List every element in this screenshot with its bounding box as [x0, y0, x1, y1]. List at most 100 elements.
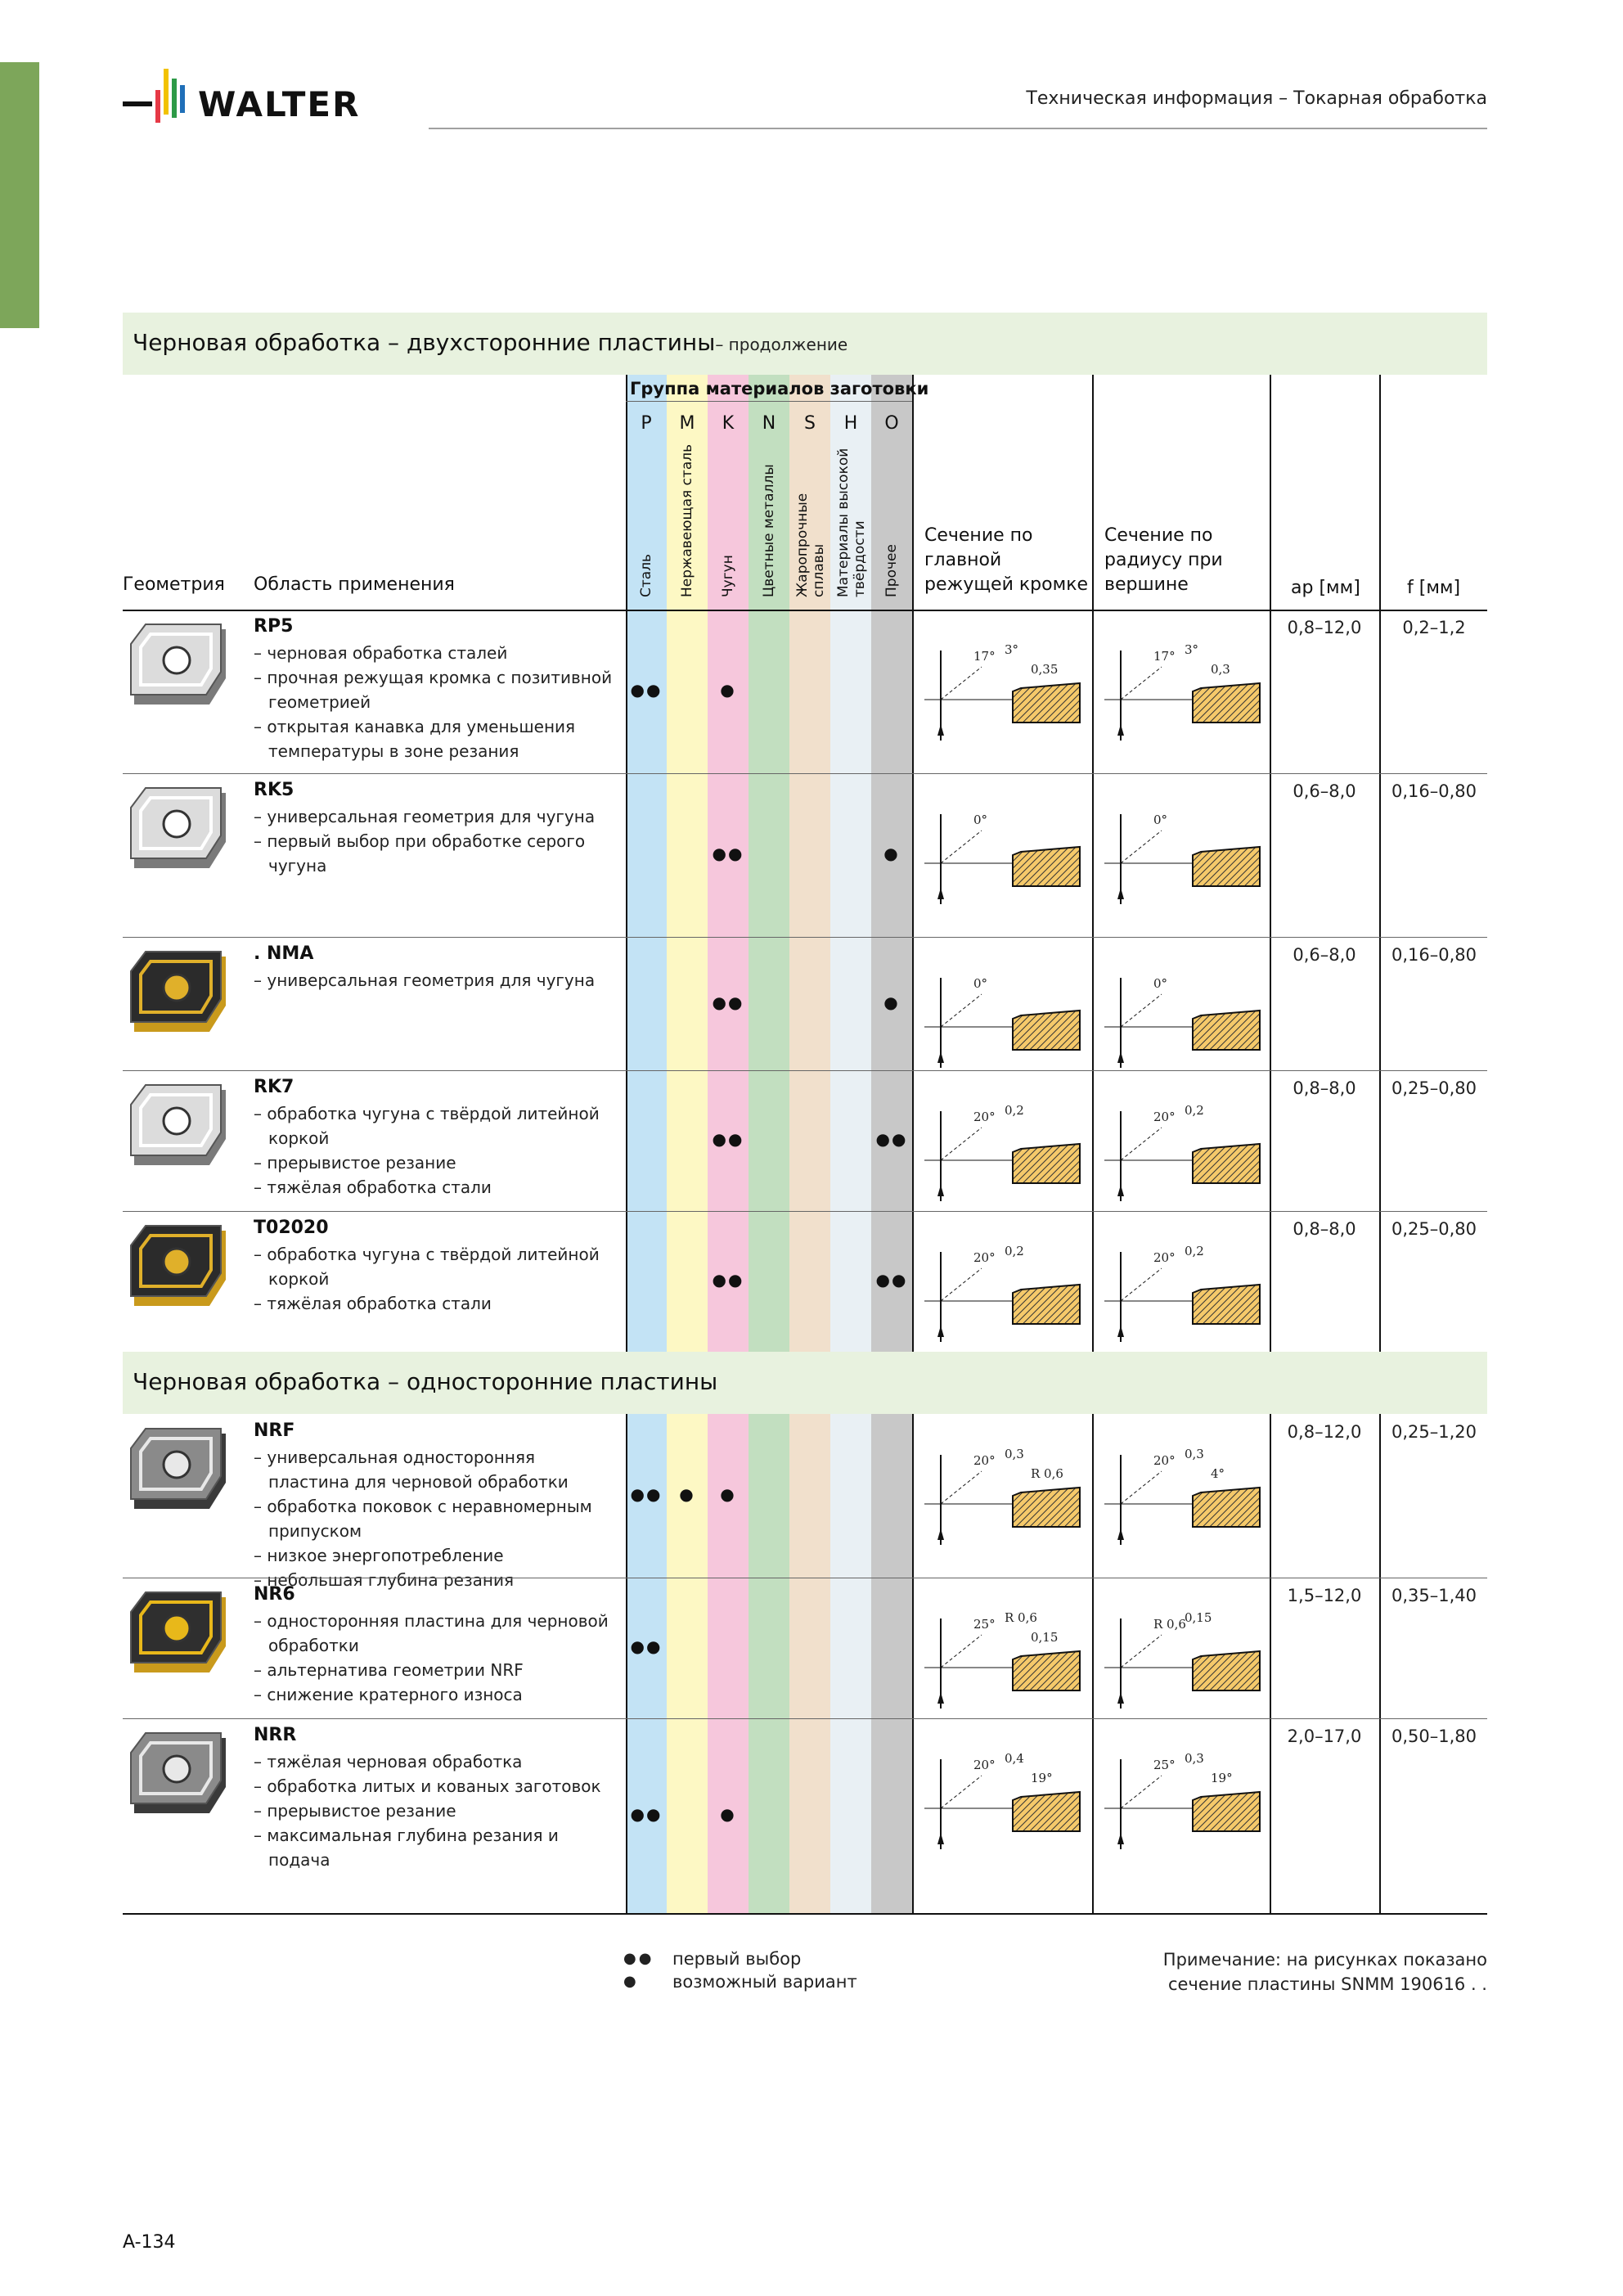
grid-line — [123, 773, 1487, 774]
ap-range: 0,6–8,0 — [1293, 945, 1356, 965]
material-name: Сталь — [638, 553, 654, 597]
footnote: Примечание: на рисунках показано сечение… — [1162, 1950, 1487, 1994]
grid-line — [1379, 1414, 1381, 1913]
legend-first-symbol: ●● — [623, 1950, 654, 1967]
application-item: – обработка чугуна с твёрдой литейной ко… — [254, 1245, 600, 1289]
ap-range: 0,8–8,0 — [1293, 1219, 1356, 1239]
svg-text:19°: 19° — [1211, 1771, 1233, 1785]
svg-text:0,4: 0,4 — [1005, 1751, 1024, 1766]
grid-line — [1270, 1414, 1271, 1913]
col-application-header: Область применения — [254, 574, 455, 595]
svg-text:0,3: 0,3 — [1005, 1447, 1024, 1461]
svg-text:4°: 4° — [1211, 1466, 1225, 1481]
geometry-code: RP5 — [254, 616, 294, 637]
svg-text:20°: 20° — [973, 1453, 996, 1468]
svg-text:17°: 17° — [1153, 649, 1176, 664]
application-list: – обработка чугуна с твёрдой литейной ко… — [254, 1242, 614, 1316]
suitability-mark: ● — [720, 1484, 736, 1504]
svg-text:0°: 0° — [1153, 976, 1167, 991]
suitability-mark: ● — [883, 844, 900, 863]
header-title: Техническая информация – Токарная обрабо… — [1026, 88, 1487, 109]
svg-text:19°: 19° — [1031, 1771, 1053, 1785]
application-item: – универсальная односторонняя пластина д… — [254, 1447, 569, 1492]
material-strip — [871, 375, 912, 1913]
col-section-main-header: Сечение по главной режущей кромке — [924, 525, 1089, 595]
f-range: 0,50–1,80 — [1391, 1727, 1477, 1746]
material-letter: N — [762, 413, 776, 434]
material-letter: H — [843, 413, 858, 434]
corner-radius-section-diagram: 17°3°0,3 — [1096, 634, 1268, 749]
main-edge-section-diagram: 17°3°0,35 — [916, 634, 1088, 749]
insert-gold-icon — [123, 947, 237, 1045]
material-name: Прочее — [883, 544, 900, 597]
header-divider — [429, 128, 1487, 129]
ap-range: 0,8–12,0 — [1287, 618, 1362, 637]
legend-second-label: возможный вариант — [672, 1972, 857, 1992]
grid-line — [1270, 375, 1271, 1352]
section-heading-double-sided: Черновая обработка – двухсторонние пласт… — [123, 313, 1487, 375]
chapter-tab — [0, 62, 39, 328]
material-strip — [789, 375, 830, 1913]
suitability-mark: ●● — [630, 1636, 663, 1656]
geometry-code: NRR — [254, 1725, 297, 1745]
f-range: 0,35–1,40 — [1391, 1586, 1477, 1605]
application-item: – тяжёлая черновая обработка — [254, 1752, 523, 1772]
grid-line — [123, 1211, 1487, 1212]
application-item: – прочная режущая кромка с позитивной ге… — [254, 668, 613, 712]
main-edge-section-diagram: 20° 0,3 R 0,6 — [916, 1438, 1088, 1553]
application-list: – универсальная односторонняя пластина д… — [254, 1445, 614, 1592]
grid-line — [123, 1070, 1487, 1071]
svg-text:25°: 25° — [1153, 1758, 1176, 1772]
application-item: – обработка чугуна с твёрдой литейной ко… — [254, 1104, 600, 1148]
main-edge-section-diagram: 20°0,2 — [916, 1236, 1088, 1350]
application-item: – универсальная геометрия для чугуна — [254, 807, 596, 826]
col-geometry-header: Геометрия — [123, 574, 225, 595]
col-section-radius-header: Сечение по радиусу при вершине — [1104, 525, 1223, 595]
insert-grey-icon — [123, 1080, 237, 1178]
svg-text:20°: 20° — [1153, 1250, 1176, 1265]
grid-line — [1379, 375, 1381, 1352]
section-title: Черновая обработка – двухсторонние пласт… — [133, 329, 716, 356]
geometry-code: . NMA — [254, 943, 314, 964]
grid-line — [626, 401, 912, 402]
legend: ●●первый выбор ●возможный вариант — [623, 1947, 857, 1993]
insert-dark-icon — [123, 1424, 237, 1522]
svg-text:0°: 0° — [973, 976, 987, 991]
insert-dark-icon — [123, 1728, 237, 1826]
ap-range: 1,5–12,0 — [1287, 1586, 1362, 1605]
main-edge-section-diagram: 20°0,2 — [916, 1095, 1088, 1209]
f-range: 0,25–0,80 — [1391, 1219, 1477, 1239]
main-edge-section-diagram: 0° — [916, 961, 1088, 1076]
suitability-mark: ● — [720, 1804, 736, 1824]
application-list: – универсальная геометрия для чугуна — [254, 968, 614, 993]
svg-text:0,15: 0,15 — [1185, 1610, 1212, 1625]
material-letter: M — [679, 413, 695, 434]
corner-radius-section-diagram: 0° — [1096, 961, 1268, 1076]
grid-line — [1092, 375, 1094, 1352]
geometry-code: RK5 — [254, 780, 294, 800]
f-range: 0,25–1,20 — [1391, 1422, 1477, 1442]
material-letter: S — [804, 413, 816, 434]
material-strip — [708, 375, 749, 1913]
application-item: – первый выбор при обработке серого чугу… — [254, 831, 586, 876]
application-list: – обработка чугуна с твёрдой литейной ко… — [254, 1101, 614, 1200]
suitability-mark: ●● — [875, 1129, 908, 1149]
application-item: – снижение кратерного износа — [254, 1685, 523, 1704]
application-item: – односторонняя пластина для черновой об… — [254, 1611, 609, 1655]
svg-text:20°: 20° — [973, 1110, 996, 1124]
application-item: – небольшая глубина резания — [254, 1570, 514, 1590]
material-strip — [667, 375, 708, 1913]
geometry-code: RK7 — [254, 1077, 294, 1097]
suitability-mark: ●● — [875, 1270, 908, 1290]
insert-gold-icon — [123, 1221, 237, 1319]
f-range: 0,16–0,80 — [1391, 945, 1477, 965]
svg-text:3°: 3° — [1005, 642, 1018, 657]
svg-text:0,2: 0,2 — [1185, 1103, 1204, 1118]
suitability-mark: ●● — [712, 992, 744, 1012]
suitability-mark: ● — [720, 680, 736, 700]
svg-text:R 0,6: R 0,6 — [1031, 1466, 1063, 1481]
grid-line — [626, 1414, 627, 1913]
